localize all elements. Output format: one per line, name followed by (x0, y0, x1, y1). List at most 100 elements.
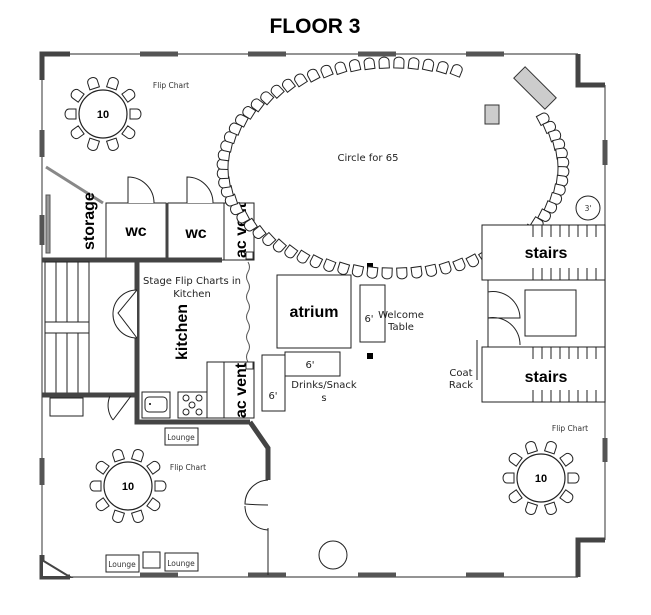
chair (130, 449, 144, 463)
round-side-table (318, 540, 348, 570)
table-top (78, 89, 128, 139)
chair (320, 64, 334, 79)
wc-label-2: wc (184, 225, 206, 242)
lounge-furniture: Lounge Lounge Lounge (105, 427, 348, 573)
chair (105, 77, 119, 91)
chair (252, 224, 267, 239)
chair (378, 56, 390, 69)
stove-icon (182, 394, 203, 416)
table-capacity: 10 (535, 473, 547, 485)
welcome-label-2: Table (387, 322, 414, 333)
welcome-table (359, 284, 386, 343)
chair (70, 125, 85, 140)
chair (64, 108, 77, 120)
kitchen-label: kitchen (174, 304, 191, 360)
chair (87, 137, 101, 151)
table-top (516, 453, 566, 503)
lounge-label: Lounge (108, 560, 136, 569)
welcome-label-1: Welcome (378, 310, 424, 321)
restroom-block: storage wc wc ac vent (42, 165, 255, 263)
chair (146, 497, 161, 512)
chair (410, 265, 423, 279)
chair (272, 238, 288, 253)
column-post (367, 263, 373, 269)
chair (323, 258, 337, 272)
round-table-bottom-left: 10 (89, 449, 167, 523)
chair (282, 78, 297, 93)
chair (70, 88, 85, 103)
chair (363, 57, 376, 71)
chair (284, 244, 299, 259)
chair (421, 58, 435, 72)
chair (396, 267, 408, 280)
chair (306, 68, 321, 83)
chair (381, 267, 393, 280)
coat-label-2: Rack (449, 380, 473, 391)
left-stairs (42, 261, 137, 421)
small-table-size: 3' (585, 204, 592, 213)
floor-title: FLOOR 3 (269, 15, 360, 38)
coat-label-1: Coat (449, 368, 472, 379)
chair (121, 88, 136, 103)
chair (296, 249, 311, 264)
podium (484, 104, 500, 125)
chair (435, 61, 449, 75)
chair (559, 489, 574, 504)
chair (393, 56, 405, 69)
chair (121, 125, 136, 140)
chair (424, 263, 438, 277)
flip-chart-label: Flip Chart (170, 463, 206, 472)
kitchen: Stage Flip Charts in Kitchen kitchen ac … (112, 261, 271, 575)
chair (95, 460, 110, 475)
chair (559, 452, 574, 467)
chair (146, 460, 161, 475)
chair (262, 231, 277, 247)
round-tables: 10 10 10 (64, 77, 580, 523)
chair (465, 253, 480, 268)
chair (407, 57, 420, 70)
stairs-bottom-label: stairs (525, 369, 568, 386)
round-table-top-left: 10 (64, 77, 142, 151)
atrium-area: atrium 6' Welcome Table 6' 6' Drinks/Sna… (261, 263, 424, 412)
chair (154, 480, 167, 492)
drinks-h-size: 6' (305, 360, 314, 371)
chair (95, 497, 110, 512)
chair (348, 59, 362, 73)
chair (129, 108, 142, 120)
chair (242, 106, 257, 120)
chair (250, 98, 265, 113)
chair (502, 472, 515, 484)
chair (449, 64, 463, 78)
atrium-label: atrium (290, 304, 339, 321)
wc-label-1: wc (124, 223, 146, 240)
chair (508, 489, 523, 504)
chair (112, 449, 126, 463)
chair (508, 452, 523, 467)
chair (270, 84, 285, 99)
chair (260, 91, 275, 106)
chair (567, 472, 580, 484)
outer-walls (39, 51, 608, 580)
chair (438, 260, 452, 275)
chair (351, 264, 365, 278)
elevator (524, 289, 577, 337)
lounge-label: Lounge (167, 559, 195, 568)
flip-chart-label: Flip Chart (552, 424, 588, 433)
drinks-label-2: s (321, 393, 326, 404)
stage-flip-label-1: Stage Flip Charts in (143, 276, 241, 287)
welcome-table-size: 6' (364, 314, 373, 325)
chair (294, 73, 309, 88)
ac-vent-bottom-label: ac vent (233, 362, 250, 418)
chair (525, 501, 539, 515)
lounge-label: Lounge (167, 433, 195, 442)
chair (130, 509, 144, 523)
chair (452, 257, 466, 272)
chair (105, 137, 119, 151)
chair (543, 501, 557, 515)
sink-icon (144, 396, 168, 413)
storage-label: storage (81, 192, 98, 250)
chair (89, 480, 102, 492)
stairs-top-label: stairs (525, 245, 568, 262)
table-top (103, 461, 153, 511)
